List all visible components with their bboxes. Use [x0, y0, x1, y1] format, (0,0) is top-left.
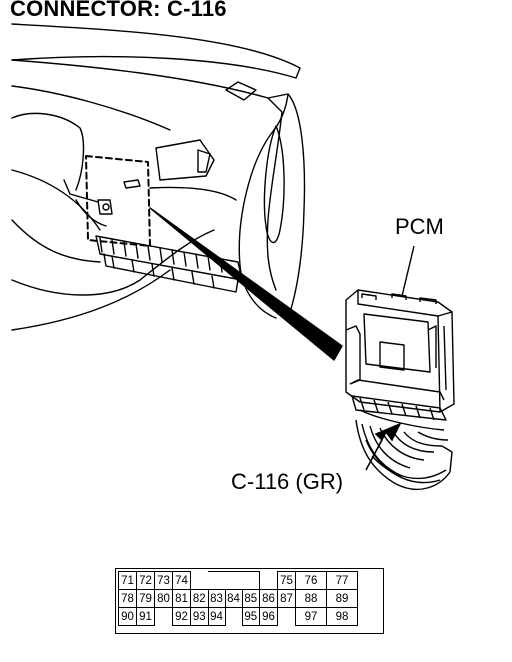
- connector-label: C-116 (GR): [231, 469, 344, 494]
- pin-cell: [277, 607, 296, 626]
- pin-cell: 72: [136, 571, 155, 590]
- pin-cell: 88: [295, 589, 327, 608]
- pin-row: 71 72 73 74 75 76 77: [118, 571, 358, 590]
- pin-cell: 91: [136, 607, 155, 626]
- pin-cell: [259, 571, 278, 590]
- pin-cell: 80: [154, 589, 173, 608]
- location-box: [85, 155, 151, 247]
- pin-cell: 79: [136, 589, 155, 608]
- pin-cell: 83: [207, 589, 226, 608]
- pin-cell: 97: [295, 607, 327, 626]
- pin-cell: 98: [326, 607, 358, 626]
- pin-cell: 95: [241, 607, 260, 626]
- page-title: CONNECTOR: C-116: [10, 0, 227, 21]
- pin-cell: 87: [277, 589, 296, 608]
- pcm-label: PCM: [395, 214, 444, 239]
- pin-cell: [225, 571, 242, 590]
- pin-cell: 78: [118, 589, 137, 608]
- relay-block: [99, 237, 223, 289]
- pin-cell: [242, 571, 260, 590]
- pin-cell: 75: [277, 571, 296, 590]
- pin-cell: 81: [172, 589, 191, 608]
- pin-row: 78 79 80 81 82 83 84 85 86 87 88 89: [118, 589, 358, 608]
- pin-cell: 84: [224, 589, 243, 608]
- pin-cell: 89: [326, 589, 358, 608]
- pin-cell: 86: [259, 589, 278, 608]
- pin-cell: [208, 571, 225, 590]
- vent-top: [225, 81, 257, 101]
- pin-cell: 74: [172, 571, 191, 590]
- pin-cell: 73: [154, 571, 173, 590]
- pin-cell: 90: [118, 607, 137, 626]
- pin-cell: 76: [295, 571, 327, 590]
- dashboard-top-line: [11, 23, 301, 79]
- pin-cell: [224, 607, 243, 626]
- pin-cell: 82: [190, 589, 209, 608]
- connector-arrow: [365, 422, 402, 471]
- pin-cell: 92: [172, 607, 191, 626]
- dashboard-pcm-illustration: [11, 23, 455, 491]
- connector-pin-table: 71 72 73 74 75 76 77 78 79 80 81 82 83 8…: [118, 571, 358, 626]
- pin-cell: 71: [118, 571, 137, 590]
- pin-cell: 85: [241, 589, 260, 608]
- pin-cell: 77: [326, 571, 358, 590]
- connector-face-outline: [115, 568, 384, 634]
- pin-cell: 96: [259, 607, 278, 626]
- pcm-leader: [401, 245, 415, 297]
- leader-line: [149, 207, 343, 361]
- pcm-module: [345, 289, 455, 491]
- pin-row: 90 91 92 93 94 95 96 97 98: [118, 607, 358, 626]
- pin-cell: 94: [207, 607, 226, 626]
- pin-cell: [190, 571, 208, 590]
- pin-cell: 93: [190, 607, 209, 626]
- pin-cell: [154, 607, 173, 626]
